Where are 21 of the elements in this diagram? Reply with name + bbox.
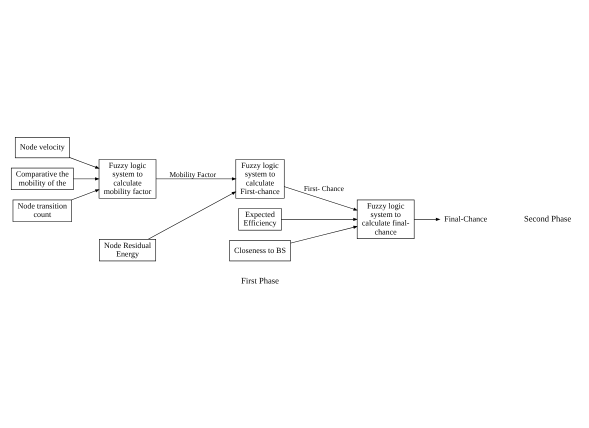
node-box: Comparative the mobility of the bbox=[10, 167, 74, 190]
arrow bbox=[290, 225, 358, 243]
node-box: Expected Efficiency bbox=[238, 208, 282, 230]
node-text: Final-Chance bbox=[444, 214, 488, 223]
node-box: Fuzzy logic system to calculate mobility factor bbox=[98, 158, 156, 198]
arrow bbox=[156, 176, 237, 180]
node-box: Fuzzy logic system to calculate First-chance bbox=[236, 158, 285, 198]
arrow bbox=[148, 190, 236, 239]
node-box: Node transition count bbox=[12, 199, 72, 222]
node-box: Fuzzy logic system to calculate final- chance bbox=[356, 199, 414, 238]
node-box: Closeness to BS bbox=[229, 240, 291, 261]
arrow bbox=[73, 176, 100, 180]
arrow bbox=[284, 186, 358, 210]
node-box: Node Residual Energy bbox=[99, 238, 156, 261]
arrow bbox=[414, 217, 440, 220]
label: First Phase bbox=[241, 274, 279, 285]
arrow bbox=[281, 217, 358, 220]
node-box: Node velocity bbox=[14, 136, 70, 158]
arrow bbox=[69, 156, 100, 168]
label: Second Phase bbox=[524, 212, 572, 223]
arrow bbox=[71, 188, 100, 200]
